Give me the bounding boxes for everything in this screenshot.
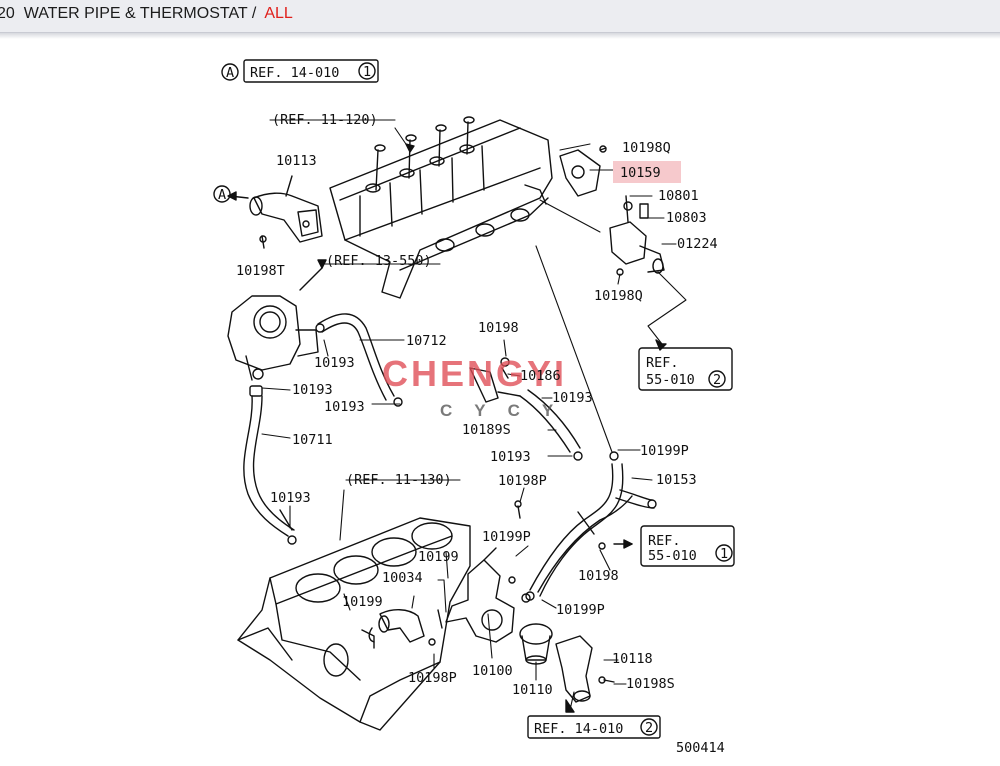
part-10193-e[interactable]: 10193 bbox=[270, 490, 311, 506]
water-pipe-10153-drawing bbox=[525, 451, 657, 601]
cylinder-head-drawing bbox=[329, 116, 553, 299]
part-10199P-b[interactable]: 10199P bbox=[482, 529, 531, 545]
part-10198Q-bottom[interactable]: 10198Q bbox=[594, 288, 643, 304]
ref-block[interactable]: (REF. 11-130) bbox=[346, 472, 452, 488]
engine-block-drawing bbox=[237, 517, 471, 731]
part-01224[interactable]: 01224 bbox=[677, 236, 718, 252]
thermostat-10110-drawing bbox=[519, 623, 553, 665]
part-10100[interactable]: 10100 bbox=[472, 663, 513, 679]
hose-10712-drawing bbox=[315, 313, 403, 407]
part-10110[interactable]: 10110 bbox=[512, 682, 553, 698]
part-10193-f[interactable]: 10193 bbox=[490, 449, 531, 465]
callout-a-left: A bbox=[218, 187, 226, 203]
pipe-10034-drawing bbox=[368, 609, 443, 646]
part-10153[interactable]: 10153 bbox=[656, 472, 697, 488]
ref-box-bottom bbox=[527, 715, 661, 739]
part-10199-b[interactable]: 10199 bbox=[342, 594, 383, 610]
part-labels: A REF. 14-010 1 (REF. 11-120) 10113 A 10… bbox=[218, 64, 728, 756]
ref-right2-line1[interactable]: REF. bbox=[648, 533, 681, 549]
ref-intake[interactable]: (REF. 13-550) bbox=[326, 253, 432, 269]
water-outlet-10159-drawing bbox=[559, 145, 665, 276]
part-10193-b[interactable]: 10193 bbox=[292, 382, 333, 398]
ref-arrows bbox=[227, 143, 667, 713]
bypass-hoses-drawing bbox=[469, 357, 583, 461]
watermark-sub: CYCY bbox=[440, 401, 575, 420]
part-10198S[interactable]: 10198S bbox=[626, 676, 675, 692]
part-10199P-a[interactable]: 10199P bbox=[640, 443, 689, 459]
ref-top-num: 1 bbox=[363, 64, 371, 80]
highlight-10159 bbox=[613, 161, 681, 183]
group-number: 20 bbox=[0, 5, 15, 22]
part-10198P-a[interactable]: 10198P bbox=[498, 473, 547, 489]
ref-box-right2 bbox=[640, 525, 735, 567]
hose-10711-drawing bbox=[243, 385, 297, 545]
page-title: WATER PIPE & THERMOSTAT bbox=[23, 5, 248, 22]
part-10198T[interactable]: 10198T bbox=[236, 263, 285, 279]
throttle-body-drawing bbox=[227, 267, 323, 381]
filter-all-link[interactable]: ALL bbox=[264, 5, 293, 22]
title-bar: 20 WATER PIPE & THERMOSTAT / ALL bbox=[0, 0, 1000, 33]
ref-right1-line2[interactable]: 55-010 bbox=[646, 372, 695, 388]
ref-right2-num: 1 bbox=[720, 546, 728, 562]
ref-right1-num: 2 bbox=[713, 372, 721, 388]
part-10198[interactable]: 10198 bbox=[478, 320, 519, 336]
part-10113[interactable]: 10113 bbox=[276, 153, 317, 169]
ref-right2-line2[interactable]: 55-010 bbox=[648, 548, 697, 564]
part-10803[interactable]: 10803 bbox=[666, 210, 707, 226]
part-10198Q-top[interactable]: 10198Q bbox=[622, 140, 671, 156]
part-10711[interactable]: 10711 bbox=[292, 432, 333, 448]
part-10198-b[interactable]: 10198 bbox=[578, 568, 619, 584]
breadcrumb-separator: / bbox=[251, 5, 257, 22]
part-10034[interactable]: 10034 bbox=[382, 570, 423, 586]
leader-lines bbox=[261, 119, 687, 711]
part-10193-c[interactable]: 10193 bbox=[324, 399, 365, 415]
ref-cylinder-head[interactable]: (REF. 11-120) bbox=[272, 112, 378, 128]
ref-top-label[interactable]: REF. 14-010 bbox=[250, 65, 339, 81]
part-10712[interactable]: 10712 bbox=[406, 333, 447, 349]
part-10118[interactable]: 10118 bbox=[612, 651, 653, 667]
part-10186[interactable]: 10186 bbox=[520, 368, 561, 384]
breadcrumb: 20 WATER PIPE & THERMOSTAT / ALL bbox=[0, 5, 293, 23]
part-10198P-b[interactable]: 10198P bbox=[408, 670, 457, 686]
thermostat-housing-10100-drawing bbox=[445, 500, 531, 643]
part-10193-a[interactable]: 10193 bbox=[314, 355, 355, 371]
water-outlet-10113-drawing bbox=[229, 175, 323, 249]
part-10193-d[interactable]: 10193 bbox=[552, 390, 593, 406]
diagram-code: 500414 bbox=[676, 740, 725, 756]
ref-bottom-num: 2 bbox=[645, 720, 653, 736]
header-shadow bbox=[0, 33, 1000, 39]
ref-bottom-label[interactable]: REF. 14-010 bbox=[534, 721, 623, 737]
outlet-10118-drawing bbox=[555, 635, 615, 703]
part-10801[interactable]: 10801 bbox=[658, 188, 699, 204]
watermark-main: CHENGYI bbox=[382, 353, 567, 394]
callout-a-circle-left bbox=[213, 185, 231, 203]
part-10199[interactable]: 10199 bbox=[418, 549, 459, 565]
ref-box-top bbox=[243, 59, 379, 83]
callout-a-circle-top bbox=[221, 63, 239, 81]
part-10159[interactable]: 10159 bbox=[620, 165, 661, 181]
watermark: CHENGYI CYCY bbox=[382, 353, 575, 420]
callout-a-top: A bbox=[226, 65, 234, 81]
ref-right1-line1[interactable]: REF. bbox=[646, 355, 679, 371]
ref-box-right1 bbox=[638, 347, 733, 391]
part-10189S[interactable]: 10189S bbox=[462, 422, 511, 438]
part-10199P-c[interactable]: 10199P bbox=[556, 602, 605, 618]
